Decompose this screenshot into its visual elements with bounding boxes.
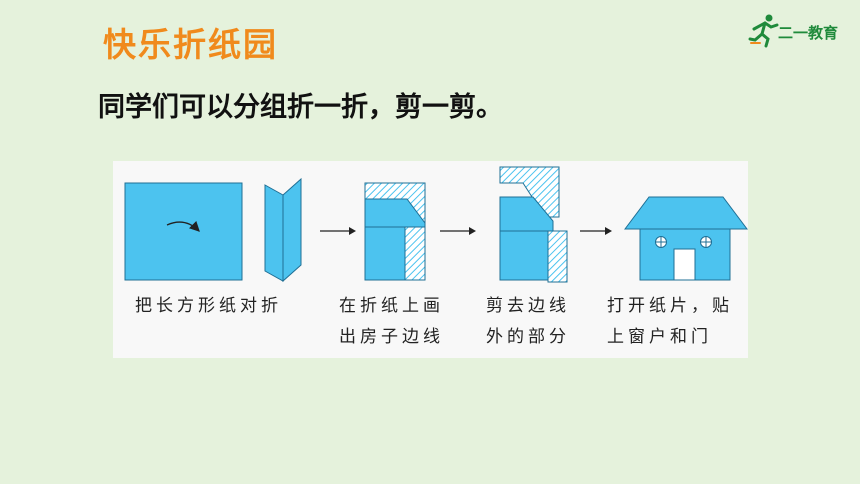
window-icon [655, 236, 667, 248]
instruction-text: 同学们可以分组折一折，剪一剪。 [98, 92, 503, 123]
door-icon [673, 248, 696, 281]
caption-line: 打开纸片，贴 [607, 296, 733, 316]
folding-steps-figure: 把长方形纸对折 在折纸上画 出房子边线 剪去边线 外的部分 打开纸片，贴 上窗户… [113, 161, 748, 358]
logo-text: 二一教育 [778, 24, 839, 42]
caption-line: 剪去边线 [486, 296, 570, 316]
caption-line: 把长方形纸对折 [135, 296, 282, 316]
step3-cut-paper [499, 166, 568, 283]
window-icon [700, 236, 712, 248]
step4-house [624, 196, 748, 281]
caption-line: 外的部分 [486, 327, 570, 347]
step4-caption: 打开纸片，贴 上窗户和门 [607, 291, 733, 353]
step2-caption: 在折纸上画 出房子边线 [339, 291, 444, 353]
section-title: 快乐折纸园 [103, 25, 278, 64]
caption-line: 在折纸上画 [339, 296, 444, 316]
caption-line: 出房子边线 [339, 327, 444, 347]
step-arrow-1 [320, 227, 356, 235]
step-arrow-2 [440, 227, 476, 235]
step-arrow-3 [580, 227, 612, 235]
step1-rectangle-paper [124, 182, 243, 281]
step1-caption: 把长方形纸对折 [135, 291, 282, 322]
caption-line: 上窗户和门 [607, 327, 712, 347]
step2-marked-paper [364, 182, 426, 281]
runner-icon [748, 14, 779, 48]
brand-logo: 二一教育 [748, 12, 848, 48]
step1-folded-paper [264, 177, 302, 283]
step3-caption: 剪去边线 外的部分 [486, 291, 570, 353]
